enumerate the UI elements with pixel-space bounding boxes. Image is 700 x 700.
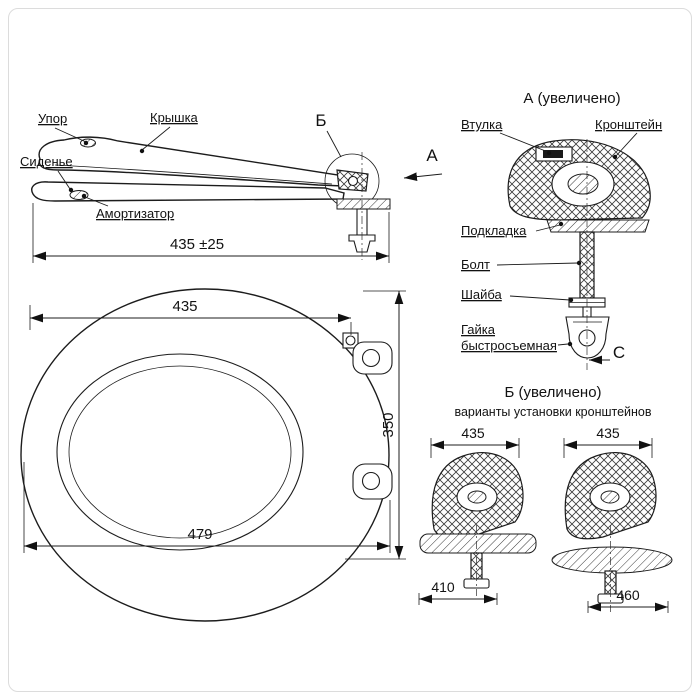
dim-435-left: 435 xyxy=(461,425,485,441)
top-view-dim-479: 479 xyxy=(23,462,391,553)
label-gayka-line2: быстросъемная xyxy=(461,338,557,353)
rim-plate xyxy=(336,198,391,210)
lid-inner-line xyxy=(54,164,333,185)
top-view: 435 350 479 xyxy=(20,288,406,622)
top-view-dim-435: 435 xyxy=(29,298,352,335)
seat-outer-contour xyxy=(20,288,390,622)
marker-a: А xyxy=(426,146,438,165)
label-bolt: Болт xyxy=(461,257,490,272)
detail-a: А (увеличено) Втулка Кронштейн xyxy=(461,90,662,370)
lid-outline xyxy=(38,136,348,187)
hinge-bolt-hole xyxy=(345,335,356,346)
label-podkladka: Подкладка xyxy=(461,223,527,238)
detail-a-title: А (увеличено) xyxy=(523,90,620,107)
hinge-lug-upper-hole xyxy=(361,348,381,368)
dim-350: 350 xyxy=(380,412,397,437)
side-view: Упор Крышка Сиденье Амортизатор Б А 435 … xyxy=(20,110,443,263)
dim-460: 460 xyxy=(616,587,640,603)
marker-b: Б xyxy=(315,111,326,130)
label-kronshtein: Кронштейн xyxy=(595,117,662,132)
bracket-pin-section xyxy=(567,173,599,195)
label-shayba: Шайба xyxy=(461,287,503,302)
label-upor: Упор xyxy=(38,111,67,126)
dim-410: 410 xyxy=(431,579,455,595)
marker-c: С xyxy=(613,343,625,362)
top-view-dim-350: 350 xyxy=(345,290,406,560)
dim-length: 435 ±25 xyxy=(170,236,224,253)
seat-opening-inner xyxy=(68,365,292,539)
hinge-pin xyxy=(347,175,359,187)
side-view-dimension: 435 ±25 xyxy=(32,203,390,263)
detail-b-variant-left: 435 410 xyxy=(418,425,537,605)
bushing xyxy=(543,150,563,158)
detail-b-title: Б (увеличено) xyxy=(504,384,601,401)
pad-section xyxy=(546,219,650,233)
label-kryshka: Крышка xyxy=(150,110,199,125)
dim-479: 479 xyxy=(187,526,212,543)
label-vtulka: Втулка xyxy=(461,117,503,132)
detail-b-variant-right: 435 460 xyxy=(551,425,673,613)
detail-b: Б (увеличено) варианты установки кронште… xyxy=(418,384,673,613)
seat-outline xyxy=(31,181,345,202)
label-amortizator: Амортизатор xyxy=(96,206,174,221)
hinge-lug-lower-hole xyxy=(361,471,381,491)
detail-a-callouts: Втулка Кронштейн Подкладка Болт Шайба Га… xyxy=(461,117,662,365)
rim-plate-left xyxy=(419,533,537,554)
detail-b-subtitle: варианты установки кронштейнов xyxy=(454,405,651,419)
label-sidenye: Сиденье xyxy=(20,154,73,169)
view-a-arrow xyxy=(403,172,443,181)
rim-plate-right xyxy=(551,546,673,574)
side-view-callouts: Упор Крышка Сиденье Амортизатор Б А xyxy=(20,110,443,221)
dim-435-top: 435 xyxy=(172,298,197,315)
dim-435-right: 435 xyxy=(596,425,620,441)
hinge-assembly xyxy=(324,152,391,260)
label-gayka-line1: Гайка xyxy=(461,322,496,337)
